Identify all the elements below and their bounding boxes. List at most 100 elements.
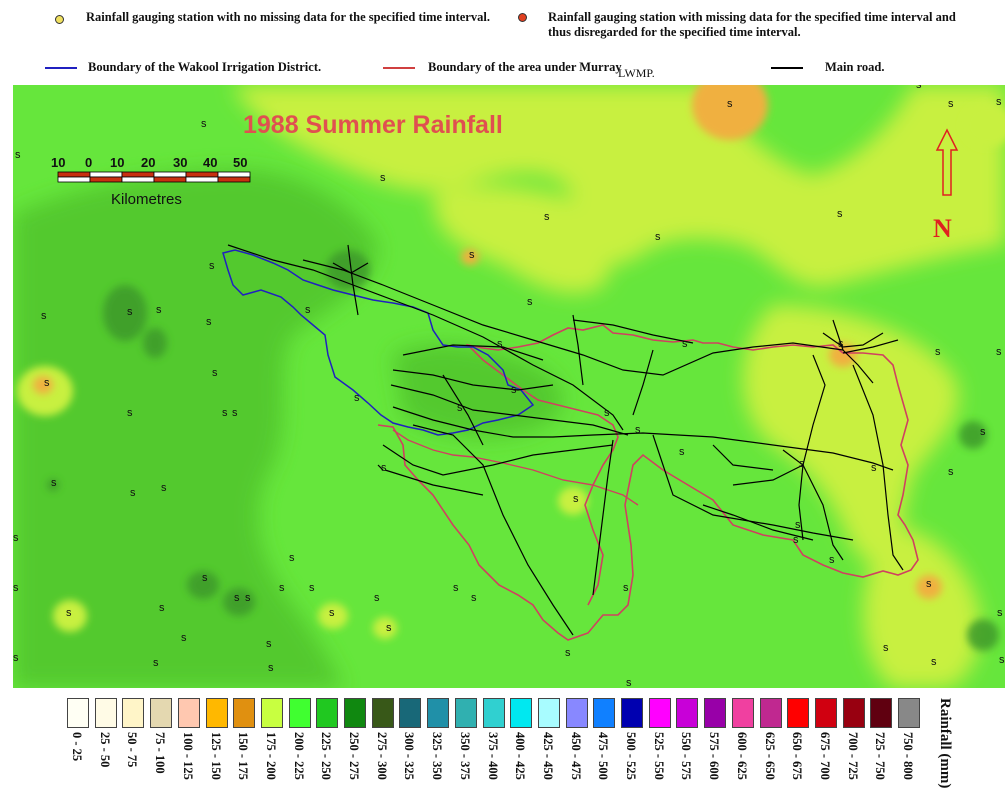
murray-boundary-symbol (383, 67, 415, 69)
station-marker: s (679, 446, 685, 458)
station-marker: s (127, 407, 133, 419)
station-marker: s (565, 647, 571, 659)
legend-class-label: 75 - 100 (153, 732, 168, 774)
rainfall-zone-275-300-spot-1 (103, 285, 147, 341)
station-marker: s (234, 592, 240, 604)
main-road-label: Main road. (825, 60, 885, 74)
station-marker: s (305, 304, 311, 316)
station-marker: s (289, 552, 295, 564)
station-marker: s (127, 306, 133, 318)
station-marker: s (623, 582, 629, 594)
station-marker: s (13, 652, 19, 664)
legend-class-label: 500 - 525 (624, 732, 638, 780)
station-marker: s (527, 296, 533, 308)
legend-swatch (454, 698, 477, 728)
station-marker: s (682, 338, 688, 350)
legend-class-label: 375 - 400 (485, 732, 500, 780)
legend-class-label: 450 - 475 (568, 732, 583, 780)
wakool-boundary-label: Boundary of the Wakool Irrigation Distri… (88, 60, 322, 74)
station-marker: s (980, 426, 986, 438)
legend-class-label: 650 - 675 (790, 732, 805, 780)
legend-class-label: 700 - 725 (845, 732, 860, 780)
legend-class-label: 150 - 175 (236, 732, 251, 780)
rainfall-zone-175-200-nw (433, 185, 613, 294)
station-marker: s (795, 519, 801, 531)
rainfall-zone-275-300-spot-5 (326, 250, 370, 290)
legend-class-label: 100 - 125 (180, 732, 195, 780)
station-marker: s (66, 607, 72, 619)
rainfall-zone-150-175-spot-1 (692, 85, 768, 140)
station-marker: s (838, 338, 844, 350)
station-marker: s (604, 407, 610, 419)
scale-tick-label: 10 (51, 155, 65, 170)
legend-swatch (482, 698, 505, 728)
station-marker: s (130, 487, 136, 499)
rainfall-map: 1988 Summer Rainfall 10 0 10 20 30 40 50 (13, 85, 1005, 688)
station-marker: s (156, 304, 162, 316)
scale-unit-label: Kilometres (111, 191, 182, 208)
station-marker: s (380, 172, 386, 184)
legend-class-label: 225 - 250 (319, 732, 334, 780)
station-marker: s (279, 582, 285, 594)
station-marker: s (837, 208, 843, 220)
main-road-symbol (771, 67, 803, 69)
station-marker: s (544, 211, 550, 223)
legend-swatch (593, 698, 616, 728)
legend-class-label: 50 - 75 (125, 732, 140, 768)
rainfall-zone-150-175-spot-4 (461, 249, 479, 265)
station-ok-symbol (55, 15, 64, 24)
legend-class-label: 575 - 600 (707, 732, 722, 780)
north-arrow-icon (935, 128, 959, 196)
station-marker: s (829, 554, 835, 566)
station-marker: s (883, 642, 889, 654)
legend-class-label: 550 - 575 (679, 732, 694, 780)
legend-swatch (205, 698, 228, 728)
legend-swatch (704, 698, 727, 728)
legend-swatch (676, 698, 699, 728)
north-arrow: N (933, 128, 959, 243)
scale-tick-label: 20 (141, 155, 155, 170)
station-marker: s (161, 482, 167, 494)
murray-boundary (377, 324, 919, 641)
legend-swatch (565, 698, 588, 728)
station-marker: s (222, 407, 228, 419)
station-marker: s (268, 662, 274, 674)
scale-tick-label: 40 (203, 155, 217, 170)
station-marker: s (181, 632, 187, 644)
station-marker: s (374, 592, 380, 604)
legend-swatch (814, 698, 837, 728)
legend-class-label: 300 - 325 (402, 732, 417, 780)
legend-swatch (648, 698, 671, 728)
legend-class-label: 25 - 50 (97, 732, 112, 768)
scale-bar: 10 0 10 20 30 40 50 Kilometres (51, 155, 251, 208)
rainfall-zone-175-200-spot-6 (963, 103, 1005, 147)
legend-swatch (399, 698, 422, 728)
rainfall-zone-275-300-spot-6 (959, 421, 987, 449)
north-label: N (933, 214, 952, 243)
legend-swatch (510, 698, 533, 728)
station-marker: s (793, 534, 799, 546)
station-marker: s (635, 424, 641, 436)
station-marker: s (469, 249, 475, 261)
station-marker: s (153, 657, 159, 669)
station-marker: s (926, 578, 932, 590)
rainfall-zone-175-200-spot-3 (53, 600, 87, 632)
station-marker: s (931, 656, 937, 668)
station-marker: s (471, 592, 477, 604)
scale-tick-label: 10 (110, 155, 124, 170)
legend-swatch (898, 698, 920, 728)
station-marker: s (44, 377, 50, 389)
legend-swatch (427, 698, 450, 728)
legend-class-label: 325 - 350 (430, 732, 445, 780)
scale-tick-label: 30 (173, 155, 187, 170)
station-missing-symbol (518, 13, 527, 22)
legend-swatch (150, 698, 173, 728)
wakool-boundary-symbol (45, 67, 77, 69)
station-marker: s (51, 477, 57, 489)
station-missing-label: Rainfall gauging station with missing da… (548, 10, 956, 39)
station-marker: s (329, 607, 335, 619)
legend-class-label: 125 - 150 (208, 732, 223, 780)
legend-swatch (177, 698, 200, 728)
rainfall-zone-275-300-spot-8 (47, 479, 59, 491)
